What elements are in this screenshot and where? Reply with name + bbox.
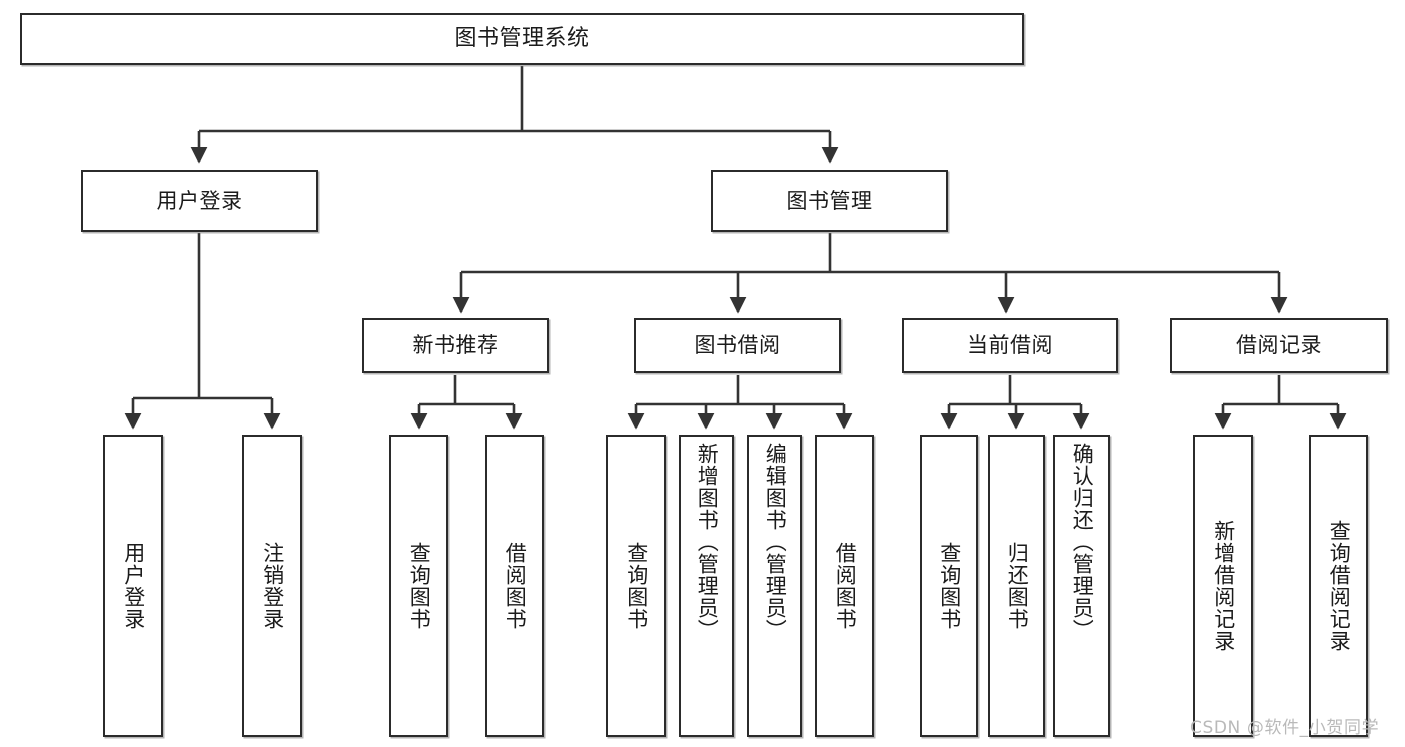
node-leaf-borrow-book-1[interactable]: 借阅图书 — [485, 435, 544, 737]
node-label: 查询图书 — [937, 542, 962, 630]
node-label: 用户登录 — [121, 542, 146, 630]
node-label: 用户登录 — [156, 188, 243, 213]
node-user-login[interactable]: 用户登录 — [81, 170, 318, 232]
node-label: 确认归还（管理员） — [1070, 443, 1095, 641]
node-book-manage[interactable]: 图书管理 — [711, 170, 948, 232]
node-label: 图书借阅 — [694, 333, 781, 358]
node-label: 图书管理系统 — [454, 26, 590, 52]
node-leaf-query-book-2[interactable]: 查询图书 — [606, 435, 666, 737]
node-leaf-edit-book[interactable]: 编辑图书（管理员） — [747, 435, 802, 737]
node-leaf-add-book[interactable]: 新增图书（管理员） — [679, 435, 734, 737]
node-borrow-record[interactable]: 借阅记录 — [1170, 318, 1388, 373]
node-label: 归还图书 — [1005, 542, 1030, 630]
node-leaf-confirm-return[interactable]: 确认归还（管理员） — [1053, 435, 1110, 737]
node-label: 注销登录 — [260, 542, 285, 630]
csdn-watermark: CSDN @软件_小贺同学 — [1190, 718, 1380, 738]
node-label: 查询图书 — [624, 542, 649, 630]
node-leaf-user-login[interactable]: 用户登录 — [103, 435, 163, 737]
node-leaf-query-record[interactable]: 查询借阅记录 — [1309, 435, 1368, 737]
node-label: 当前借阅 — [967, 333, 1053, 358]
node-leaf-query-book-3[interactable]: 查询图书 — [920, 435, 978, 737]
node-leaf-add-record[interactable]: 新增借阅记录 — [1193, 435, 1253, 737]
node-label: 新书推荐 — [412, 333, 499, 358]
node-label: 查询借阅记录 — [1327, 520, 1352, 652]
node-label: 借阅记录 — [1236, 333, 1322, 358]
node-leaf-query-book-1[interactable]: 查询图书 — [389, 435, 448, 737]
node-label: 编辑图书（管理员） — [763, 443, 788, 641]
node-root-system[interactable]: 图书管理系统 — [20, 13, 1024, 65]
node-book-borrow[interactable]: 图书借阅 — [634, 318, 841, 373]
node-new-book-recommend[interactable]: 新书推荐 — [362, 318, 549, 373]
node-label: 图书管理 — [786, 188, 873, 213]
node-current-borrow[interactable]: 当前借阅 — [902, 318, 1118, 373]
node-leaf-borrow-book-2[interactable]: 借阅图书 — [815, 435, 874, 737]
node-label: 查询图书 — [407, 542, 432, 630]
node-leaf-return-book[interactable]: 归还图书 — [988, 435, 1045, 737]
node-leaf-logout-login[interactable]: 注销登录 — [242, 435, 302, 737]
node-label: 借阅图书 — [833, 542, 858, 630]
node-label: 借阅图书 — [503, 542, 528, 630]
node-label: 新增图书（管理员） — [695, 443, 720, 641]
node-label: 新增借阅记录 — [1211, 520, 1236, 652]
